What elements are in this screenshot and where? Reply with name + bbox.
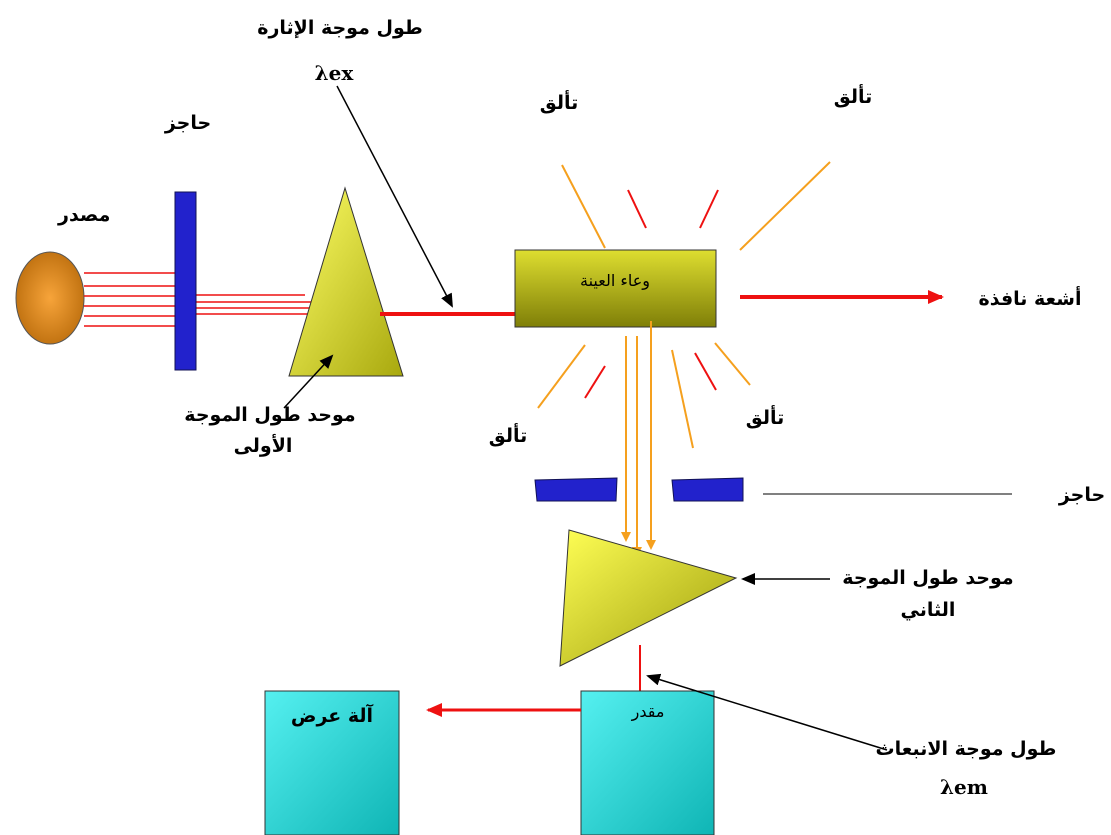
barrier-right-label: حاجز: [1058, 484, 1105, 506]
monochromator-1: [288, 186, 404, 377]
fluorescence-label-1: تألق: [540, 90, 579, 114]
sample-container: [514, 249, 717, 328]
slit-barrier-right: [671, 477, 744, 502]
slit-barrier-left: [534, 477, 618, 502]
filtered-rays: [195, 294, 315, 315]
emission-wavelength-label: طول موجة الانبعاث: [876, 738, 1057, 760]
barrier-1: [174, 191, 197, 371]
mono1-leader-arrow: [283, 354, 334, 409]
barrier-top-label: حاجز: [164, 112, 211, 134]
emission-rays-down: [621, 321, 656, 557]
source-label: مصدر: [57, 204, 110, 226]
mono1-label-line1: موحد طول الموجة: [184, 404, 355, 426]
fluorescence-rays-bottom: [537, 342, 751, 449]
window-rays-label: أشعة نافذة: [979, 286, 1082, 310]
display-label: آلة عرض: [291, 703, 374, 727]
fluorescence-label-2: تألق: [834, 84, 873, 108]
source-rays: [84, 272, 178, 327]
display-box: [264, 690, 400, 835]
mono2-label-line1: موحد طول الموجة: [842, 567, 1013, 589]
lambda-em-label: λem: [940, 775, 988, 799]
sample-container-label: وعاء العينة: [580, 271, 650, 291]
mono2-label-line2: الثاني: [901, 599, 956, 621]
detector-box: [580, 690, 715, 835]
monochromator-2: [559, 529, 738, 667]
fluorescence-rays-top: [561, 161, 831, 251]
excitation-leader-arrow: [336, 85, 453, 308]
source-lamp: [15, 251, 85, 345]
fluorescence-label-3: تألق: [489, 423, 528, 447]
mono1-label-line2: الأولى: [234, 434, 293, 457]
emission-leader-arrow: [646, 673, 888, 751]
detector-label: مقدر: [631, 702, 665, 722]
excitation-wavelength-label: طول موجة الإثارة: [257, 17, 423, 39]
fluorescence-label-4: تألق: [746, 405, 785, 429]
lambda-ex-label: λex: [315, 61, 355, 85]
